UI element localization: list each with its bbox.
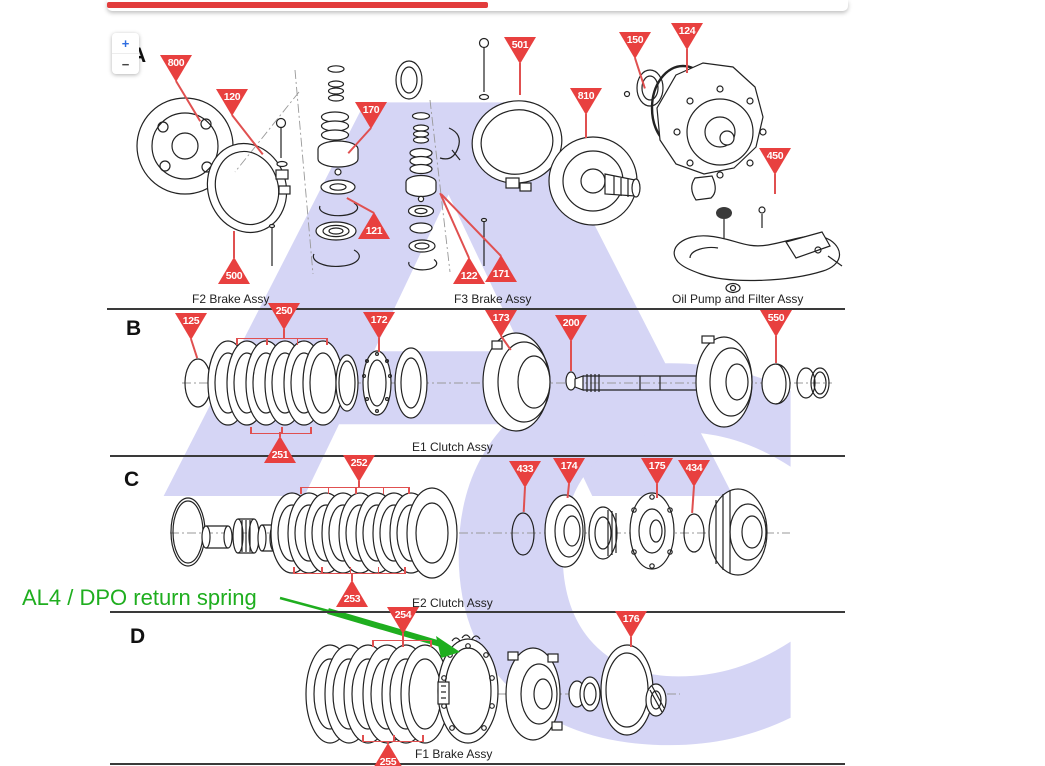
- part-marker-175: 175: [641, 458, 673, 498]
- progress-fill: [107, 2, 488, 8]
- zoom-in-button[interactable]: +: [112, 33, 139, 54]
- top-progress-bar[interactable]: [107, 0, 848, 11]
- bracket-252: [300, 487, 410, 495]
- part-marker-252: 252: [343, 455, 375, 487]
- part-marker-173: 173: [485, 310, 517, 351]
- bracket-253: [293, 566, 406, 574]
- part-number: 170: [362, 104, 380, 116]
- part-number: 450: [766, 150, 784, 162]
- annotation-text: AL4 / DPO return spring: [22, 585, 257, 610]
- part-number: 124: [678, 25, 696, 37]
- assembly-label-f1-brake: F1 Brake Assy: [415, 747, 493, 761]
- part-number: 550: [767, 312, 785, 324]
- part-number: 176: [622, 613, 640, 625]
- assembly-label-e1-clutch: E1 Clutch Assy: [412, 440, 493, 454]
- part-number: 172: [370, 314, 388, 326]
- section-c-divider: [110, 611, 845, 613]
- part-number: 434: [685, 462, 703, 474]
- part-number: 175: [648, 460, 666, 472]
- part-number: 255: [379, 756, 397, 766]
- part-number: 501: [511, 39, 529, 51]
- section-a-divider: [107, 308, 845, 310]
- part-marker-810: 810: [570, 88, 602, 138]
- part-marker-120: 120: [216, 89, 264, 156]
- part-marker-433: 433: [509, 461, 541, 513]
- part-marker-172: 172: [363, 312, 395, 352]
- part-number: 171: [492, 268, 510, 280]
- section-label-c: C: [124, 468, 140, 491]
- assembly-label-f3-brake: F3 Brake Assy: [454, 292, 532, 306]
- part-marker-170: 170: [347, 102, 387, 154]
- part-number: 250: [275, 305, 293, 317]
- part-number: 800: [167, 57, 185, 69]
- part-number: 252: [350, 457, 368, 469]
- part-marker-251: 251: [264, 432, 296, 463]
- part-marker-174: 174: [553, 458, 585, 499]
- part-number: 120: [223, 91, 241, 103]
- assembly-label-f2-brake: F2 Brake Assy: [192, 292, 270, 306]
- e2-clutch-assy-drawing: [170, 487, 790, 579]
- f3-brake-assy-drawing: [395, 37, 641, 273]
- part-number: 500: [225, 270, 243, 282]
- part-marker-124: 124: [671, 23, 703, 73]
- part-number: 433: [516, 463, 534, 475]
- part-marker-250: 250: [268, 303, 300, 339]
- annotation-arrow: [279, 596, 460, 658]
- part-marker-500: 500: [218, 231, 250, 284]
- bracket-251: [250, 426, 312, 434]
- part-marker-171: 171: [440, 193, 517, 282]
- part-number: 121: [365, 225, 383, 237]
- f2-brake-assy-drawing: [136, 65, 360, 275]
- e1-clutch-assy-drawing: [182, 332, 832, 432]
- section-b-divider: [110, 455, 845, 457]
- assembly-label-oil-pump: Oil Pump and Filter Assy: [672, 292, 804, 306]
- part-number: 174: [560, 460, 578, 472]
- part-marker-501: 501: [504, 37, 536, 95]
- zoom-control: + −: [112, 33, 139, 74]
- oil-pump-and-filter-drawing: [623, 62, 843, 294]
- bracket-250: [236, 338, 328, 346]
- section-label-b: B: [126, 317, 142, 340]
- part-number: 173: [492, 312, 510, 324]
- part-marker-176: 176: [615, 611, 647, 647]
- part-number: 200: [562, 317, 580, 329]
- section-label-d: D: [130, 625, 146, 648]
- part-number: 810: [577, 90, 595, 102]
- bracket-254: [372, 640, 432, 648]
- part-marker-255: 255: [372, 741, 404, 766]
- part-marker-253: 253: [336, 574, 368, 607]
- part-marker-200: 200: [555, 315, 587, 371]
- f1-brake-assy-drawing: [305, 634, 680, 744]
- part-marker-434: 434: [678, 460, 710, 514]
- watermark-letter-a: A: [160, 0, 737, 624]
- part-number: 150: [626, 34, 644, 46]
- part-number: 251: [271, 449, 289, 461]
- part-marker-800: 800: [160, 55, 202, 122]
- part-marker-254: 254: [387, 607, 419, 640]
- part-marker-150: 150: [619, 32, 651, 89]
- part-marker-122: 122: [439, 192, 485, 284]
- part-marker-550: 550: [760, 310, 792, 363]
- part-number: 125: [182, 315, 200, 327]
- part-number: 122: [460, 270, 478, 282]
- part-number: 254: [394, 609, 412, 621]
- part-marker-450: 450: [759, 148, 791, 194]
- assembly-label-e2-clutch: E2 Clutch Assy: [412, 596, 493, 610]
- part-marker-121: 121: [346, 197, 390, 239]
- zoom-out-button[interactable]: −: [112, 54, 139, 74]
- section-d-divider: [110, 763, 845, 765]
- part-number: 253: [343, 593, 361, 605]
- part-marker-125: 125: [175, 313, 207, 359]
- bracket-255: [362, 734, 424, 742]
